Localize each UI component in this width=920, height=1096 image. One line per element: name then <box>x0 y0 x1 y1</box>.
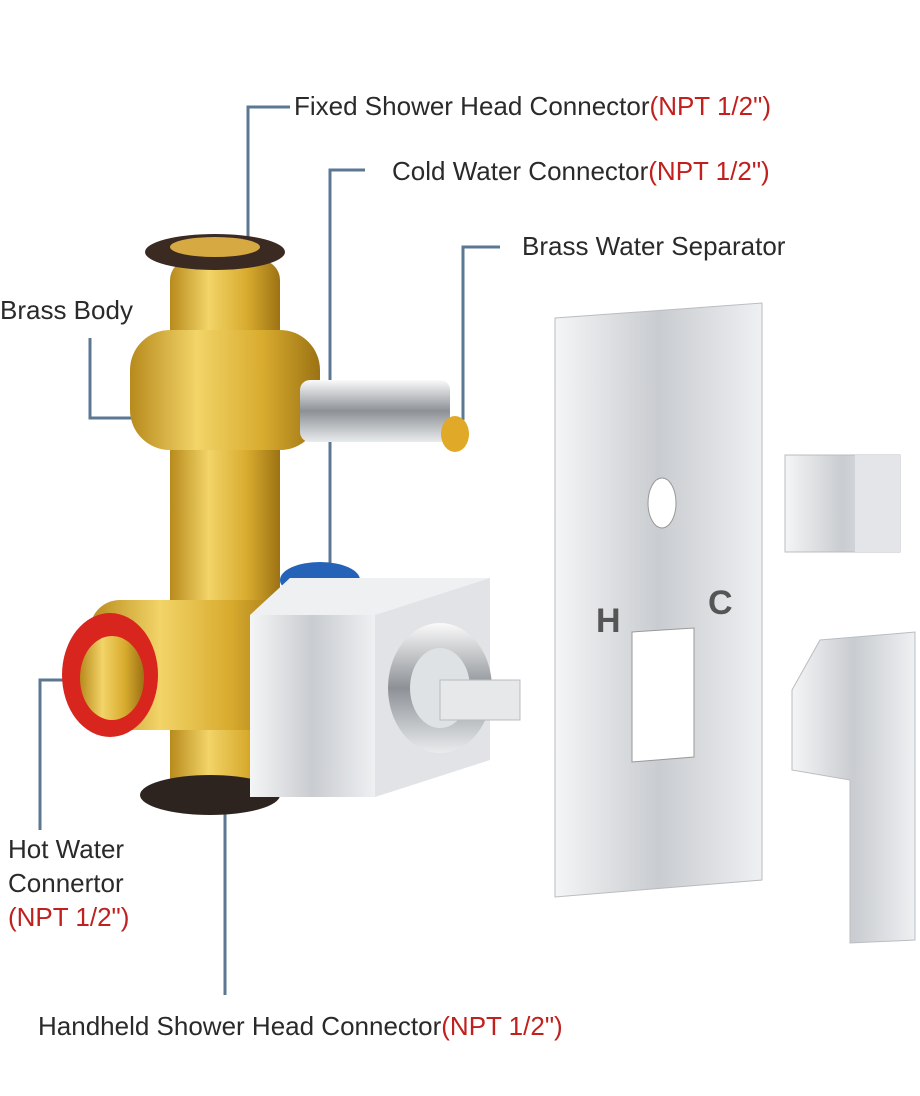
plate-hot-mark: H <box>596 602 621 640</box>
label-handheld-shower-head: Handheld Shower Head Connector(NPT 1/2") <box>38 1011 563 1041</box>
label-brass-body: Brass Body <box>0 295 133 325</box>
lever-handle <box>791 631 916 944</box>
brass-body <box>62 234 360 815</box>
label-cold-water: Cold Water Connector(NPT 1/2") <box>392 156 770 186</box>
plate-cold-mark: C <box>708 584 733 622</box>
valve-cube <box>250 578 521 797</box>
cover-plate <box>554 302 763 898</box>
label-fixed-shower-head: Fixed Shower Head Connector(NPT 1/2") <box>294 91 771 121</box>
label-brass-water-separator: Brass Water Separator <box>522 231 786 261</box>
handle-base <box>784 454 901 553</box>
label-hot-water: Hot Water Connertor (NPT 1/2") <box>8 834 130 932</box>
brass-water-separator <box>300 380 469 452</box>
